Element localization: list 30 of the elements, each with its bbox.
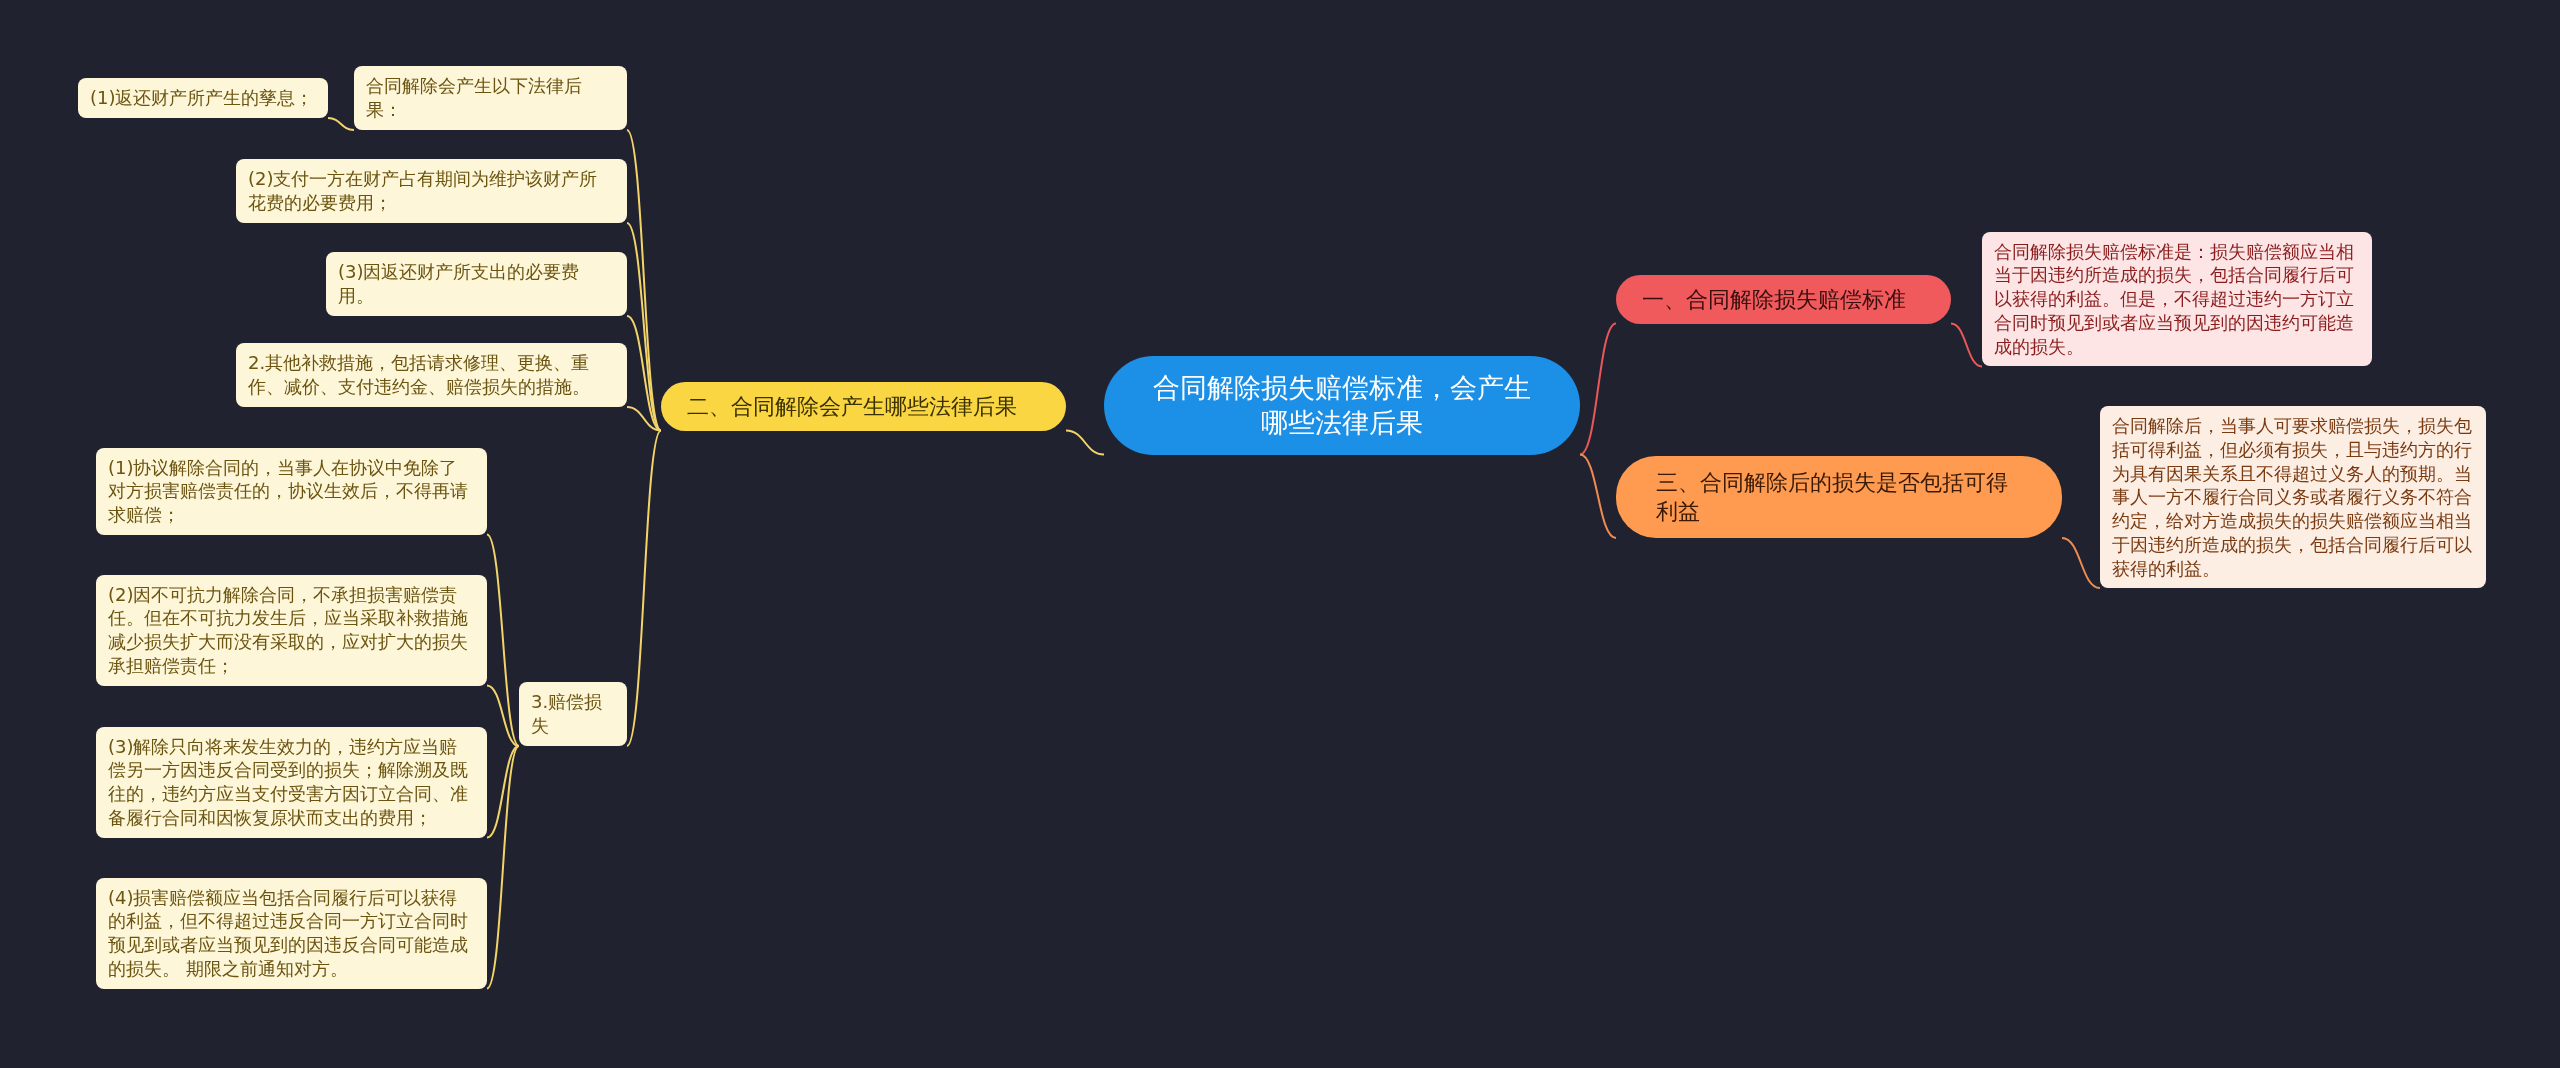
connector-line [327,117,355,131]
root-topic: 合同解除损失赔偿标准，会产生哪些法律后果 [1104,355,1580,455]
connector-line [626,406,662,432]
detail-card: (2)因不可抗力解除合同，不承担损害赔偿责任。但在不可抗力发生后，应当采取补救措施减少损失扩大而没有采取的，应对扩大的损失承担赔偿责任； [96,574,487,686]
connector-line [486,745,520,839]
detail-card: 合同解除会产生以下法律后果： [354,66,627,130]
detail-card: (1)返还财产所产生的孳息； [78,78,328,118]
connector-line [486,684,520,747]
branch-topic: 一、合同解除损失赔偿标准 [1616,274,1951,324]
connector-line [486,745,520,990]
detail-card: 合同解除后，当事人可要求赔偿损失，损失包括可得利益，但必须有损失，且与违约方的行为具有因果关系且不得超过义务人的预期。当事人一方不履行合同义务或者履行义务不符合约定，给对方造成损失的损失赔偿额应当相当于因违约所造成的损失，包括合同履行后可以获得的利益。 [2100,406,2486,589]
connector-line [1950,322,1983,368]
detail-card: (3)解除只向将来发生效力的，违约方应当赔偿另一方因违反合同受到的损失；解除溯及既往的，违约方应当支付受害方因订立合同、准备履行合同和因恢复原状而支出的费用； [96,726,487,838]
detail-card: (4)损害赔偿额应当包括合同履行后可以获得的利益，但不得超过违反合同一方订立合同时预见到或者应当预见到的因违反合同可能造成的损失。 期限之前通知对方。 [96,877,487,989]
connector-line [626,315,662,432]
detail-card: (3)因返还财产所支出的必要费用。 [326,252,627,316]
connector-line [486,533,520,747]
detail-card: (1)协议解除合同的，当事人在协议中免除了对方损害赔偿责任的，协议生效后，不得再请求赔偿； [96,447,487,535]
connector-line [1065,429,1105,456]
detail-card: (2)支付一方在财产占有期间为维护该财产所花费的必要费用； [236,159,627,223]
connector-line [2061,537,2101,589]
branch-topic: 二、合同解除会产生哪些法律后果 [661,381,1066,431]
detail-card: 2.其他补救措施，包括请求修理、更换、重作、减价、支付违约金、赔偿损失的措施。 [236,343,627,407]
detail-card: 合同解除损失赔偿标准是：损失赔偿额应当相当于因违约所造成的损失，包括合同履行后可以获得的利益。但是，不得超过违约一方订立合同时预见到或者应当预见到的因违约可能造成的损失。 [1982,231,2372,367]
connector-line [626,129,662,432]
connector-line [1579,322,1617,456]
detail-card: 3.赔偿损失 [519,682,627,746]
connector-line [626,429,662,747]
branch-topic: 三、合同解除后的损失是否包括可得利益 [1616,456,2062,539]
connector-line [1579,453,1617,539]
